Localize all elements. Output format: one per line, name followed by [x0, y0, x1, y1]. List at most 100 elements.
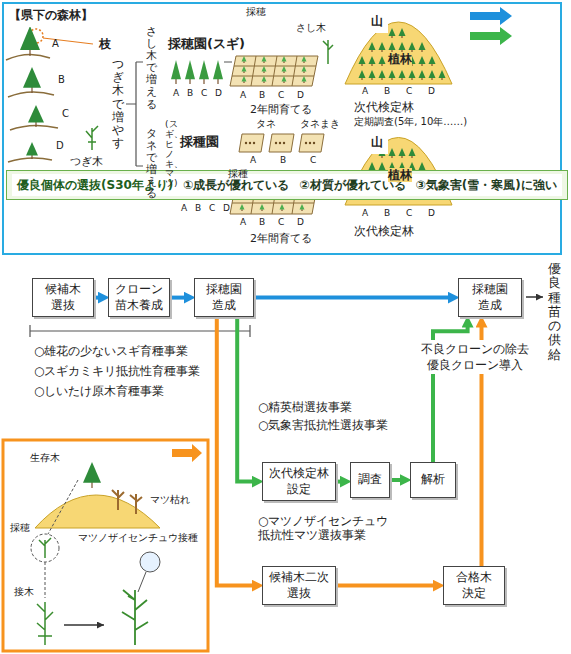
- seed-dot: [253, 142, 255, 144]
- node-text: 候補木二次 選抜: [266, 570, 332, 601]
- tree: [399, 70, 406, 78]
- tree: [242, 76, 247, 82]
- tree: [28, 105, 44, 123]
- label-text: B: [195, 203, 201, 214]
- seed-bed: [239, 134, 264, 152]
- label-text: マツ枯れ: [150, 494, 190, 506]
- link-line: [224, 62, 232, 63]
- tree: [369, 70, 376, 78]
- tree: [260, 204, 265, 210]
- label-text: D: [428, 208, 435, 219]
- seed-dot: [313, 142, 315, 144]
- node-text: 枝: [94, 33, 116, 56]
- tree: [409, 42, 416, 50]
- node-text: 合格木 決定: [447, 570, 501, 601]
- seed-bed: [269, 134, 294, 152]
- label-text: 2年間育てる: [250, 103, 312, 116]
- tree: [302, 76, 307, 82]
- label-text: D: [223, 203, 230, 214]
- node-text: 山: [366, 131, 388, 154]
- tree: [302, 66, 307, 72]
- label-text: B: [187, 88, 193, 99]
- tree: [262, 76, 267, 82]
- tree: [199, 60, 209, 79]
- label-text: C: [406, 86, 412, 97]
- supply-arrow: [526, 296, 543, 298]
- leader-line: [43, 38, 93, 44]
- seed-dot: [279, 142, 281, 144]
- label-text: B: [384, 208, 390, 219]
- label-text: ○スギカミキリ抵抗性育種事業: [34, 364, 200, 378]
- tree: [20, 26, 40, 50]
- node-text: 候補木 選抜: [36, 282, 90, 313]
- tree: [26, 142, 38, 156]
- tree: [389, 42, 396, 50]
- seed-dot: [245, 142, 247, 144]
- scion: [39, 538, 51, 558]
- tree: [240, 204, 245, 210]
- flow-arrow: [470, 27, 512, 45]
- tree: [262, 66, 267, 72]
- label-text: A: [362, 208, 368, 219]
- node-text: 山: [366, 10, 388, 33]
- circle-badge: 枝: [94, 33, 116, 55]
- process-box: 採穂園 造成: [458, 278, 522, 317]
- label-text: 次代検定林: [354, 224, 414, 238]
- seed-dot: [249, 142, 251, 144]
- label-text: A: [250, 155, 256, 166]
- label-text: D: [56, 140, 64, 152]
- process-box: 合格木 決定: [443, 566, 505, 605]
- tree: [429, 70, 436, 78]
- seed-dot: [283, 142, 285, 144]
- label-text: 採種: [228, 168, 248, 180]
- label-text: B: [58, 74, 65, 86]
- node-text: 【県下の森林】: [4, 4, 98, 27]
- label-text: 定期調査(5年, 10年……): [354, 116, 467, 128]
- circle-badge: 山: [366, 10, 388, 32]
- label-text: 採穂: [246, 6, 266, 18]
- tree: [399, 148, 406, 156]
- process-box: 候補木二次 選抜: [262, 566, 336, 605]
- node-text: 解析: [421, 472, 445, 488]
- label-text: C: [201, 88, 207, 99]
- seed-bed: [299, 134, 324, 152]
- tree: [300, 204, 305, 210]
- vertical-label: さし木で増える: [146, 26, 157, 111]
- tree: [379, 162, 386, 170]
- leader-line: [45, 562, 46, 598]
- tree: [171, 60, 181, 79]
- seed-dot: [309, 142, 311, 144]
- tree: [302, 56, 307, 62]
- label-text: D: [428, 86, 435, 97]
- label-text: ○気象害抵抗性選抜事業: [258, 418, 388, 432]
- label-text: B: [280, 155, 286, 166]
- edge-label: 不良クローンの除去 優良クローン導入: [418, 340, 532, 374]
- process-box: 次代検定林 設定: [262, 462, 336, 501]
- tree: [213, 60, 223, 79]
- step-arrow: [64, 624, 104, 626]
- seed-dot: [275, 142, 277, 144]
- flow-connector: [336, 480, 342, 484]
- slope-lines: [6, 54, 58, 162]
- label-text: ○精英樹選抜事業: [258, 400, 352, 414]
- label-text: D: [297, 217, 304, 228]
- label-text: 採種園: [180, 134, 219, 150]
- node-text: ③気象害(雪・寒風)に強い: [411, 174, 562, 196]
- tree: [379, 42, 386, 50]
- process-box: クローン 苗木養成: [108, 278, 170, 317]
- label-text: D: [215, 88, 222, 99]
- node-text: 調査: [358, 472, 382, 488]
- label-text: ○しいたけ原木育種事業: [34, 384, 164, 398]
- circle-badge: 山: [366, 131, 388, 153]
- hill: [35, 495, 160, 528]
- leader-line: [138, 572, 146, 592]
- tree: [369, 56, 376, 64]
- process-box: 採穂園 造成: [194, 278, 254, 317]
- node-text: 次代検定林 設定: [266, 466, 332, 497]
- label-text: 生存木: [30, 452, 60, 464]
- process-box: 解析: [410, 462, 456, 498]
- tree: [419, 42, 426, 50]
- hill: [345, 22, 452, 84]
- vertical-label: 優良種苗の供給: [548, 262, 561, 362]
